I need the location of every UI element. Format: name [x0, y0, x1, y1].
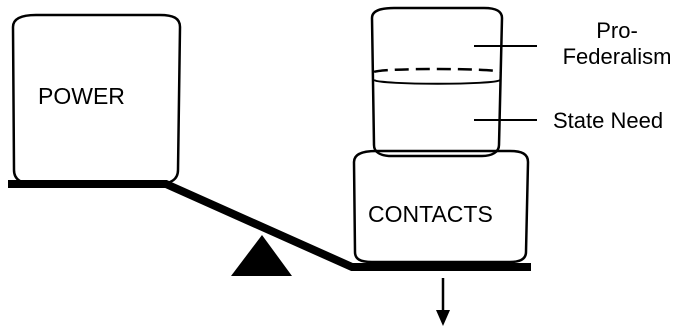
state-need-label: State Need: [553, 108, 663, 133]
level-line-top: [373, 67, 501, 74]
stacked-container: [370, 6, 504, 158]
pro-federalism-label-line1: Pro-: [596, 18, 638, 43]
stacked-container-outline: [370, 6, 504, 158]
pro-federalism-label-line2: Federalism: [563, 44, 672, 69]
power-label: POWER: [38, 83, 125, 109]
level-line-bottom: [373, 79, 501, 85]
contacts-label: CONTACTS: [368, 201, 493, 227]
contacts-container: CONTACTS: [352, 149, 530, 264]
contacts-container-outline: [352, 149, 530, 264]
fulcrum-triangle: [231, 235, 292, 276]
power-container: POWER: [11, 13, 182, 186]
down-arrow-icon: [436, 278, 450, 326]
balance-beam: [8, 180, 531, 271]
